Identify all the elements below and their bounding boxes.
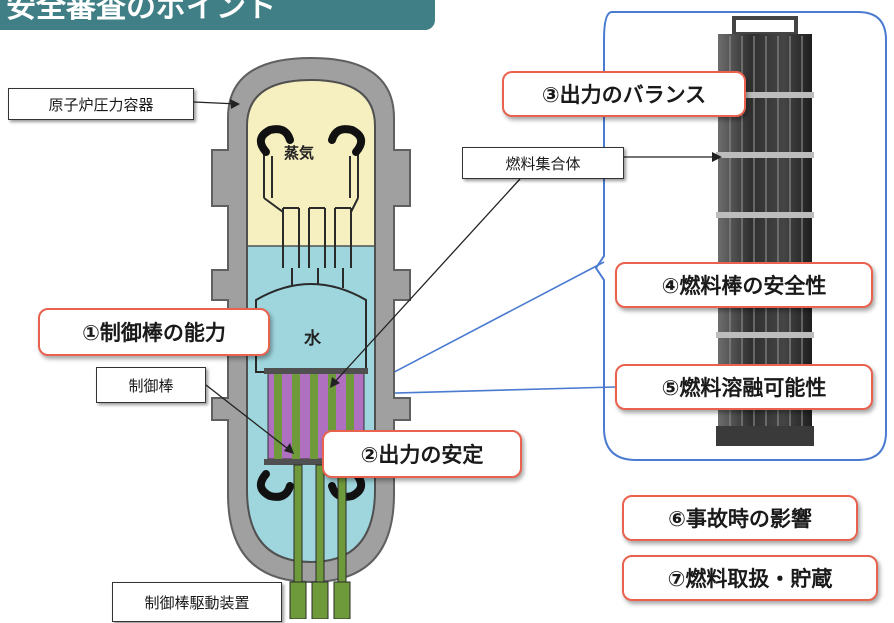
label-control-rod: 制御棒 — [96, 367, 206, 403]
callout-output-stability: ②出力の安定 — [322, 430, 522, 478]
fuel-assembly-frame — [594, 11, 887, 461]
leader-assembly-core — [331, 178, 521, 386]
label-fuel-assembly: 燃料集合体 — [462, 147, 624, 179]
leader-rod — [205, 384, 293, 453]
label-pressure-vessel: 原子炉圧力容器 — [8, 88, 194, 120]
callout-control-rod-capability: ①制御棒の能力 — [38, 308, 270, 356]
callout-accident-impact: ⑥事故時の影響 — [622, 495, 858, 541]
steam-label: 蒸気 — [284, 144, 314, 162]
callout-fuel-melt-possibility: ⑤燃料溶融可能性 — [615, 364, 873, 410]
callout-fuel-rod-safety: ④燃料棒の安全性 — [615, 262, 873, 308]
label-control-rod-drive: 制御棒駆動装置 — [112, 582, 282, 622]
callout-fuel-handling-storage: ⑦燃料取扱・貯蔵 — [622, 555, 878, 601]
water-label: 水 — [304, 328, 322, 349]
connector-line-upper — [359, 261, 605, 391]
callout-output-balance: ③出力のバランス — [502, 71, 746, 117]
page-title: 安全審査のポイント — [0, 0, 435, 30]
